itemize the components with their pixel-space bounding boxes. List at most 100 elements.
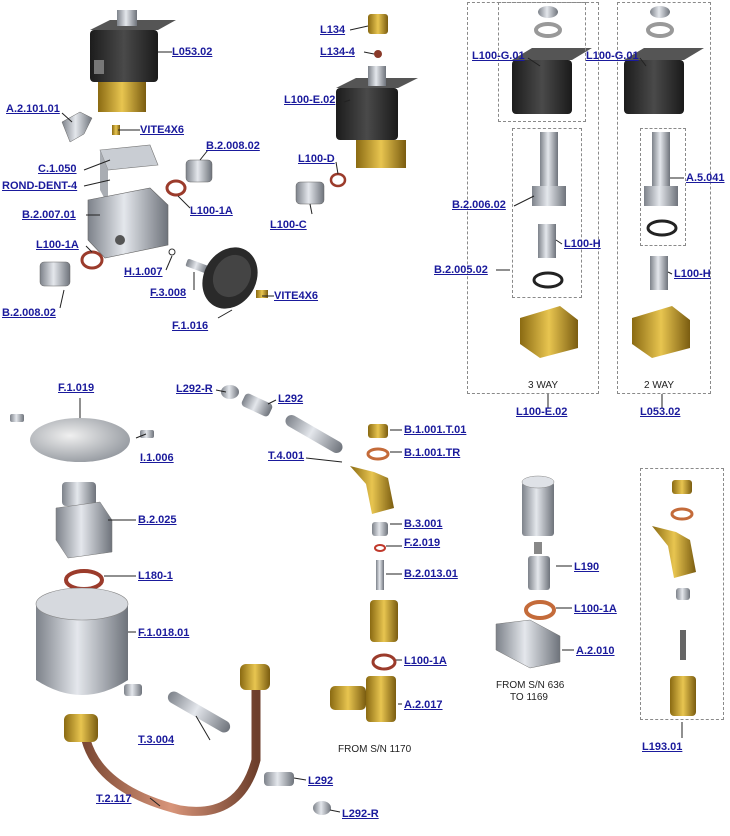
label-b-1-001-t01[interactable]: B.1.001.T.01 xyxy=(404,424,467,436)
ring-h1007 xyxy=(168,248,176,256)
label-l180-1[interactable]: L180-1 xyxy=(138,570,173,582)
label-f-1-016[interactable]: F.1.016 xyxy=(172,320,209,332)
nut-3way xyxy=(538,6,558,18)
label-f-2-019[interactable]: F.2.019 xyxy=(404,537,441,549)
fitting-l292-a xyxy=(241,393,273,417)
pin-f3008 xyxy=(185,259,209,273)
nut-l292-r-a xyxy=(221,385,239,399)
leader-lines xyxy=(59,25,684,813)
cap-l193 xyxy=(672,480,692,494)
elbow-a2010 xyxy=(495,619,561,669)
label-l100-1a-b[interactable]: L100-1A xyxy=(36,239,79,251)
tube-a5041 xyxy=(644,132,678,206)
label-i-1-006[interactable]: I.1.006 xyxy=(140,452,174,464)
fitting-l292-b xyxy=(264,772,294,786)
label-l100-g01-b[interactable]: L100-G.01 xyxy=(586,50,639,62)
label-l193-01[interactable]: L193.01 xyxy=(642,741,683,753)
label-l100-h-b[interactable]: L100-H xyxy=(674,268,711,280)
solenoid-valve-l100-e02 xyxy=(336,66,418,168)
label-l100-g01-a[interactable]: L100-G.01 xyxy=(472,50,525,62)
label-l292-b[interactable]: L292 xyxy=(308,775,334,787)
fitting-l100-c xyxy=(295,181,325,205)
label-l053-02-bottom[interactable]: L053.02 xyxy=(640,406,681,418)
label-b-2-013-01[interactable]: B.2.013.01 xyxy=(404,568,458,580)
label-b-2-007-01[interactable]: B.2.007.01 xyxy=(22,209,76,221)
label-b-2-005-02[interactable]: B.2.005.02 xyxy=(434,264,488,276)
label-t-4-001[interactable]: T.4.001 xyxy=(268,450,305,462)
label-b-3-001[interactable]: B.3.001 xyxy=(404,518,443,530)
label-a-2-017[interactable]: A.2.017 xyxy=(404,699,443,711)
label-b-2-025[interactable]: B.2.025 xyxy=(138,514,177,526)
screw-vite-b xyxy=(256,290,268,298)
label-l100-1a-c[interactable]: L100-1A xyxy=(404,655,447,667)
label-l100-c[interactable]: L100-C xyxy=(270,219,307,231)
oring-l180-1 xyxy=(64,569,104,591)
label-a-2-101-01[interactable]: A.2.101.01 xyxy=(6,103,60,115)
valve-stem-body xyxy=(350,466,394,514)
washer-l193 xyxy=(670,507,694,521)
body-l193 xyxy=(652,526,696,578)
label-l292-r-a[interactable]: L292-R xyxy=(176,383,213,395)
fitting-b2008-b xyxy=(39,261,71,287)
cap-b1001-t01 xyxy=(368,424,388,438)
label-f-3-008[interactable]: F.3.008 xyxy=(150,287,187,299)
label-f-1-018-01[interactable]: F.1.018.01 xyxy=(138,627,190,639)
solenoid-valve-l053-top xyxy=(90,10,176,112)
screw-i1006 xyxy=(140,430,154,438)
oring-l100-1a-a xyxy=(165,179,187,197)
cap-l134 xyxy=(368,14,388,34)
label-l053-02-top[interactable]: L053.02 xyxy=(172,46,213,58)
fitting-l193 xyxy=(670,676,696,716)
note-3-way: 3 WAY xyxy=(528,380,559,391)
label-t-3-004[interactable]: T.3.004 xyxy=(138,734,175,746)
label-l100-h-a[interactable]: L100-H xyxy=(564,238,601,250)
label-b-2-008-02-a[interactable]: B.2.008.02 xyxy=(206,140,260,152)
screw-left xyxy=(10,414,24,422)
nut-l193 xyxy=(676,588,690,600)
oring-l100-d xyxy=(329,172,347,188)
label-f-1-019[interactable]: F.1.019 xyxy=(58,382,95,394)
nut-b3001 xyxy=(372,522,388,536)
label-c-1-050[interactable]: C.1.050 xyxy=(38,163,77,175)
label-l100-e02-b[interactable]: L100-E.02 xyxy=(516,406,568,418)
group-box-3way-tube xyxy=(512,128,582,298)
oring-2way xyxy=(646,219,678,237)
label-h-1-007[interactable]: H.1.007 xyxy=(124,266,163,278)
label-l100-e02-a[interactable]: L100-E.02 xyxy=(284,94,336,106)
nut-2way xyxy=(650,6,670,18)
label-vite4x6-b[interactable]: VITE4X6 xyxy=(274,290,319,302)
label-rond-dent-4[interactable]: ROND-DENT-4 xyxy=(2,180,78,192)
body-2way xyxy=(632,306,690,358)
note-from-sn-636: FROM S/N 636 xyxy=(496,680,565,691)
label-vite4x6-a[interactable]: VITE4X6 xyxy=(140,124,185,136)
label-l100-1a-a[interactable]: L100-1A xyxy=(190,205,233,217)
label-t-2-117[interactable]: T.2.117 xyxy=(96,793,132,805)
needle-b2013 xyxy=(376,560,384,590)
shower-disc-f1016 xyxy=(202,247,258,309)
label-l100-d[interactable]: L100-D xyxy=(298,153,335,165)
label-l190[interactable]: L190 xyxy=(574,561,600,573)
label-l134[interactable]: L134 xyxy=(320,24,346,36)
note-to-1169: TO 1169 xyxy=(510,692,548,703)
plunger-l100-h-a xyxy=(538,224,556,258)
label-b-2-008-02-b[interactable]: B.2.008.02 xyxy=(2,307,56,319)
oring-l100-1a-b xyxy=(80,250,104,270)
washer-3way xyxy=(534,22,562,38)
note-from-sn-1170: FROM S/N 1170 xyxy=(338,744,412,755)
label-b-2-006-02[interactable]: B.2.006.02 xyxy=(452,199,506,211)
note-2-way: 2 WAY xyxy=(644,380,675,391)
label-a-5-041[interactable]: A.5.041 xyxy=(686,172,725,184)
fitting-b2008-a xyxy=(185,159,213,183)
lid-f1019 xyxy=(30,418,130,462)
boiler-f1018 xyxy=(35,587,142,696)
label-b-1-001-tr[interactable]: B.1.001.TR xyxy=(404,447,461,459)
label-l292-r-b[interactable]: L292-R xyxy=(342,808,379,820)
body-b2005 xyxy=(520,306,578,358)
label-l100-1a-d[interactable]: L100-1A xyxy=(574,603,617,615)
label-l292-a[interactable]: L292 xyxy=(278,393,304,405)
label-a-2-010[interactable]: A.2.010 xyxy=(576,645,615,657)
group-box-2way-tube xyxy=(640,128,686,246)
label-l134-4[interactable]: L134-4 xyxy=(320,46,355,58)
